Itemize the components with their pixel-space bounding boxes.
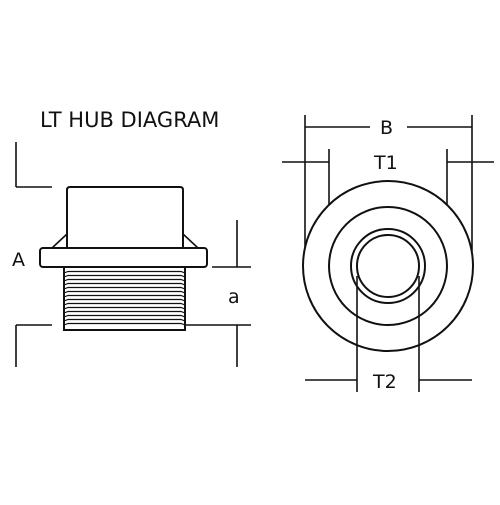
label-t1: T1: [373, 152, 398, 174]
thread-line: [63, 290, 186, 294]
dimension-t2: T2: [305, 276, 472, 393]
label-a-lower: a: [228, 286, 240, 308]
dimension-b: B: [304, 115, 473, 251]
thread-line: [63, 318, 186, 322]
thread-line: [63, 306, 186, 310]
thread-line: [63, 274, 186, 278]
thread-line: [63, 278, 186, 282]
thread-line: [63, 286, 186, 290]
side-view: A a: [12, 142, 251, 367]
bore-inner-circle: [356, 234, 420, 298]
side-dimension-lines-left: [15, 142, 52, 367]
thread-line: [63, 310, 186, 314]
hub-top: [66, 186, 184, 249]
thread-line: [63, 282, 186, 286]
thread-lines: [63, 270, 186, 326]
threaded-stem: [63, 266, 186, 331]
thread-line: [63, 298, 186, 302]
top-view: B T1 T2: [282, 115, 494, 393]
thread-line: [63, 314, 186, 318]
side-dimension-lines-right: [186, 220, 251, 367]
label-a-upper: A: [12, 249, 25, 271]
thread-line: [63, 294, 186, 298]
diagram-title: LT HUB DIAGRAM: [40, 108, 219, 132]
label-b: B: [380, 117, 393, 139]
thread-line: [63, 322, 186, 326]
chamfer-left: [51, 233, 68, 249]
label-t2: T2: [372, 371, 397, 393]
flange: [39, 247, 208, 268]
chamfer-right: [182, 233, 199, 249]
thread-line: [63, 270, 186, 274]
thread-line: [63, 302, 186, 306]
